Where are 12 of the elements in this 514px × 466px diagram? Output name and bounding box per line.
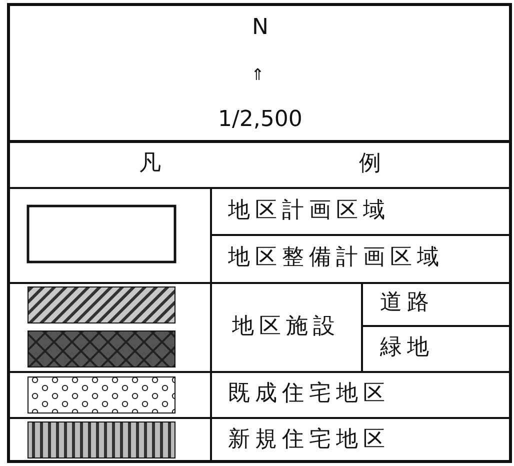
legend-label: 新規住宅地区	[228, 427, 390, 453]
category-label: 地区施設	[232, 314, 340, 340]
scale-label: 1/2,500	[218, 107, 302, 133]
legend-label: 道路	[380, 290, 434, 316]
legend-label: 地区計画区域	[228, 198, 390, 224]
north-label: N	[252, 15, 268, 41]
legend-label: 地区整備計画区域	[228, 245, 444, 271]
north-arrow-symbol: ⇑	[251, 64, 264, 86]
legend-heading: 例	[359, 151, 381, 177]
legend-heading: 凡	[139, 151, 161, 177]
legend-label: 既成住宅地区	[228, 381, 390, 407]
legend-label: 緑地	[380, 335, 434, 361]
